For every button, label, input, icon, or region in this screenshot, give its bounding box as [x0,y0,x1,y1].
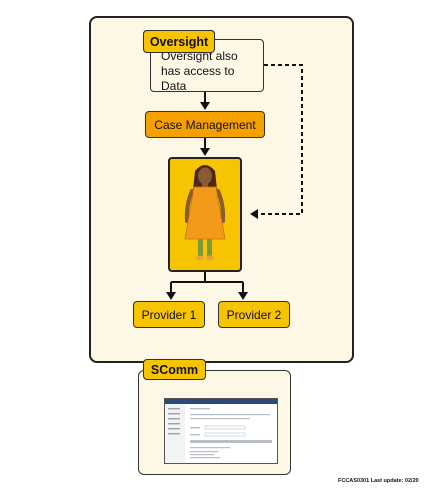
oversight-note-text: Oversight also has access to Data [161,49,238,93]
provider-1-label: Provider 1 [141,307,197,322]
provider-1-box: Provider 1 [133,301,205,328]
case-management-box: Case Management [145,111,265,138]
footer-text: FCCAS0301 Last update: 02/20 [338,478,419,484]
person-box [168,157,242,272]
dashed-data-access-line [258,64,303,215]
oversight-label-front: Oversight [149,34,209,49]
person-icon [184,165,226,261]
case-management-label: Case Management [154,117,256,132]
provider-2-box: Provider 2 [218,301,290,328]
scomm-label: SComm [150,362,199,377]
oversight-tag-front: Oversight [143,30,215,53]
scomm-screenshot [164,398,278,464]
scomm-tag: SComm [143,359,206,380]
provider-2-label: Provider 2 [226,307,282,322]
scomm-screenshot-image [165,399,277,463]
